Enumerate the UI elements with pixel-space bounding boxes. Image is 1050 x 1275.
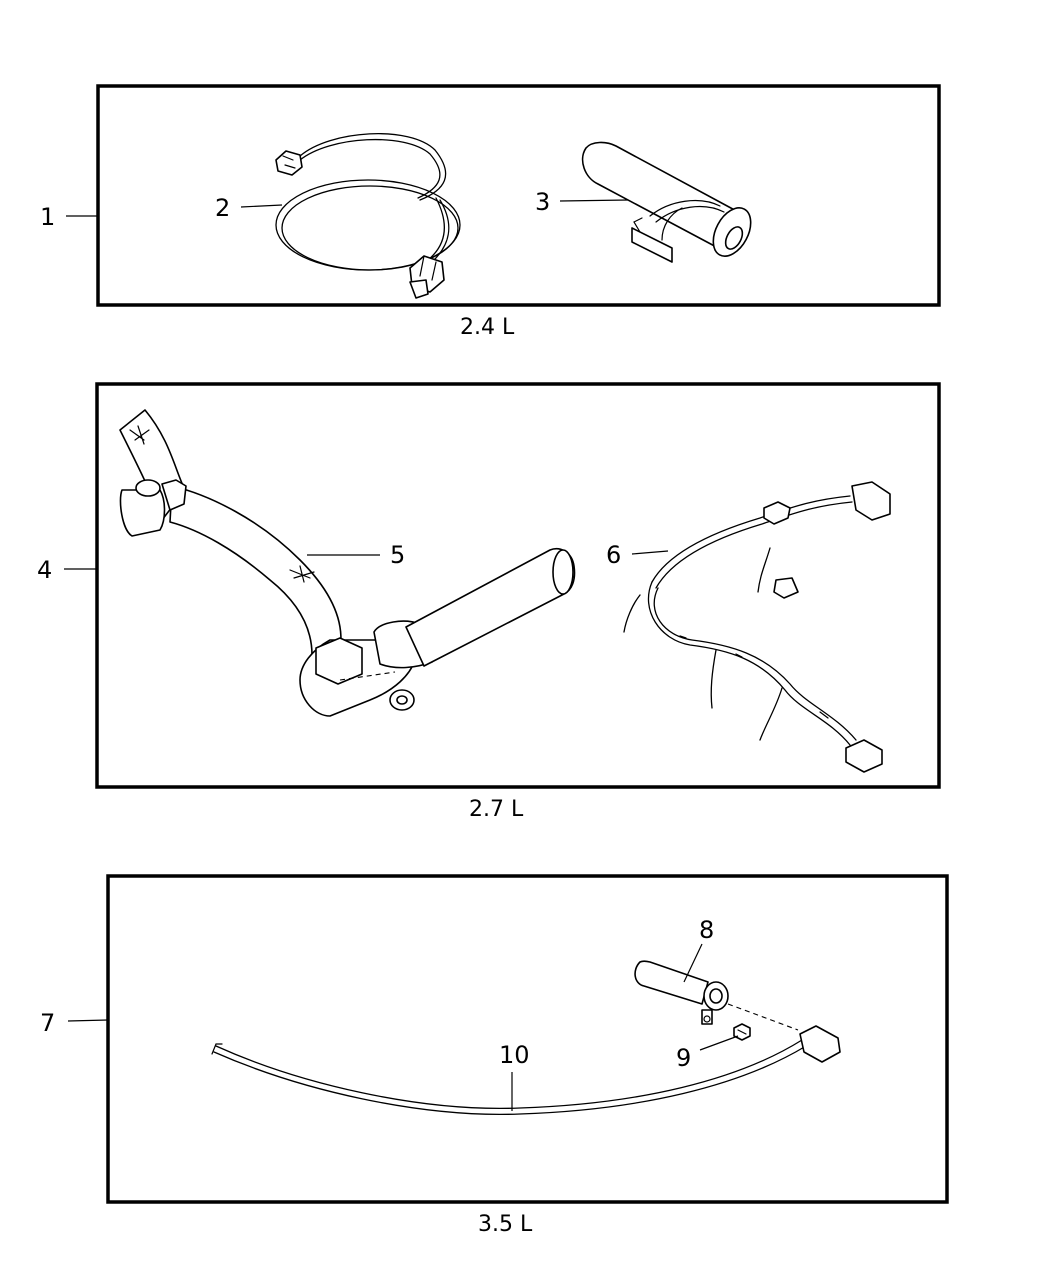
group-2-4l-panel: 1 2 3 2 bbox=[40, 84, 941, 340]
callout-8[interactable]: 8 bbox=[699, 916, 714, 944]
group-3-5l-panel: 7 10 8 9 3.5 L bbox=[40, 874, 949, 1237]
sensor-with-cable-icon[interactable] bbox=[119, 409, 576, 717]
callout-1[interactable]: 1 bbox=[40, 203, 55, 231]
callout-3[interactable]: 3 bbox=[535, 188, 550, 216]
engine-caption-2-7l: 2.7 L bbox=[469, 797, 524, 822]
group-frame bbox=[106, 874, 949, 1204]
bolt-icon[interactable] bbox=[733, 1023, 751, 1041]
sensor-wire-harness-icon[interactable] bbox=[275, 133, 461, 299]
group-2-7l-panel: 4 5 bbox=[37, 382, 941, 822]
leader-line bbox=[631, 550, 669, 555]
engine-caption-3-5l: 3.5 L bbox=[478, 1212, 533, 1237]
sensor-lead-wire-icon[interactable] bbox=[211, 1003, 841, 1116]
callout-4[interactable]: 4 bbox=[37, 556, 52, 584]
callout-10[interactable]: 10 bbox=[499, 1041, 530, 1069]
callout-7[interactable]: 7 bbox=[40, 1009, 55, 1037]
leader-line bbox=[559, 199, 629, 202]
leader-line bbox=[683, 943, 703, 983]
group-frame bbox=[95, 382, 941, 789]
leader-line bbox=[240, 204, 283, 208]
callout-5[interactable]: 5 bbox=[390, 541, 405, 569]
engine-caption-2-4l: 2.4 L bbox=[460, 315, 515, 340]
leader-line bbox=[67, 1019, 109, 1022]
leader-line bbox=[699, 1035, 739, 1051]
wiring-harness-icon[interactable] bbox=[623, 481, 891, 773]
cylindrical-sensor-icon[interactable] bbox=[634, 960, 729, 1025]
crankshaft-position-sensor-icon[interactable] bbox=[581, 141, 759, 263]
callout-2[interactable]: 2 bbox=[215, 194, 230, 222]
callout-9[interactable]: 9 bbox=[676, 1044, 691, 1072]
callout-6[interactable]: 6 bbox=[606, 541, 621, 569]
group-frame bbox=[96, 84, 941, 307]
